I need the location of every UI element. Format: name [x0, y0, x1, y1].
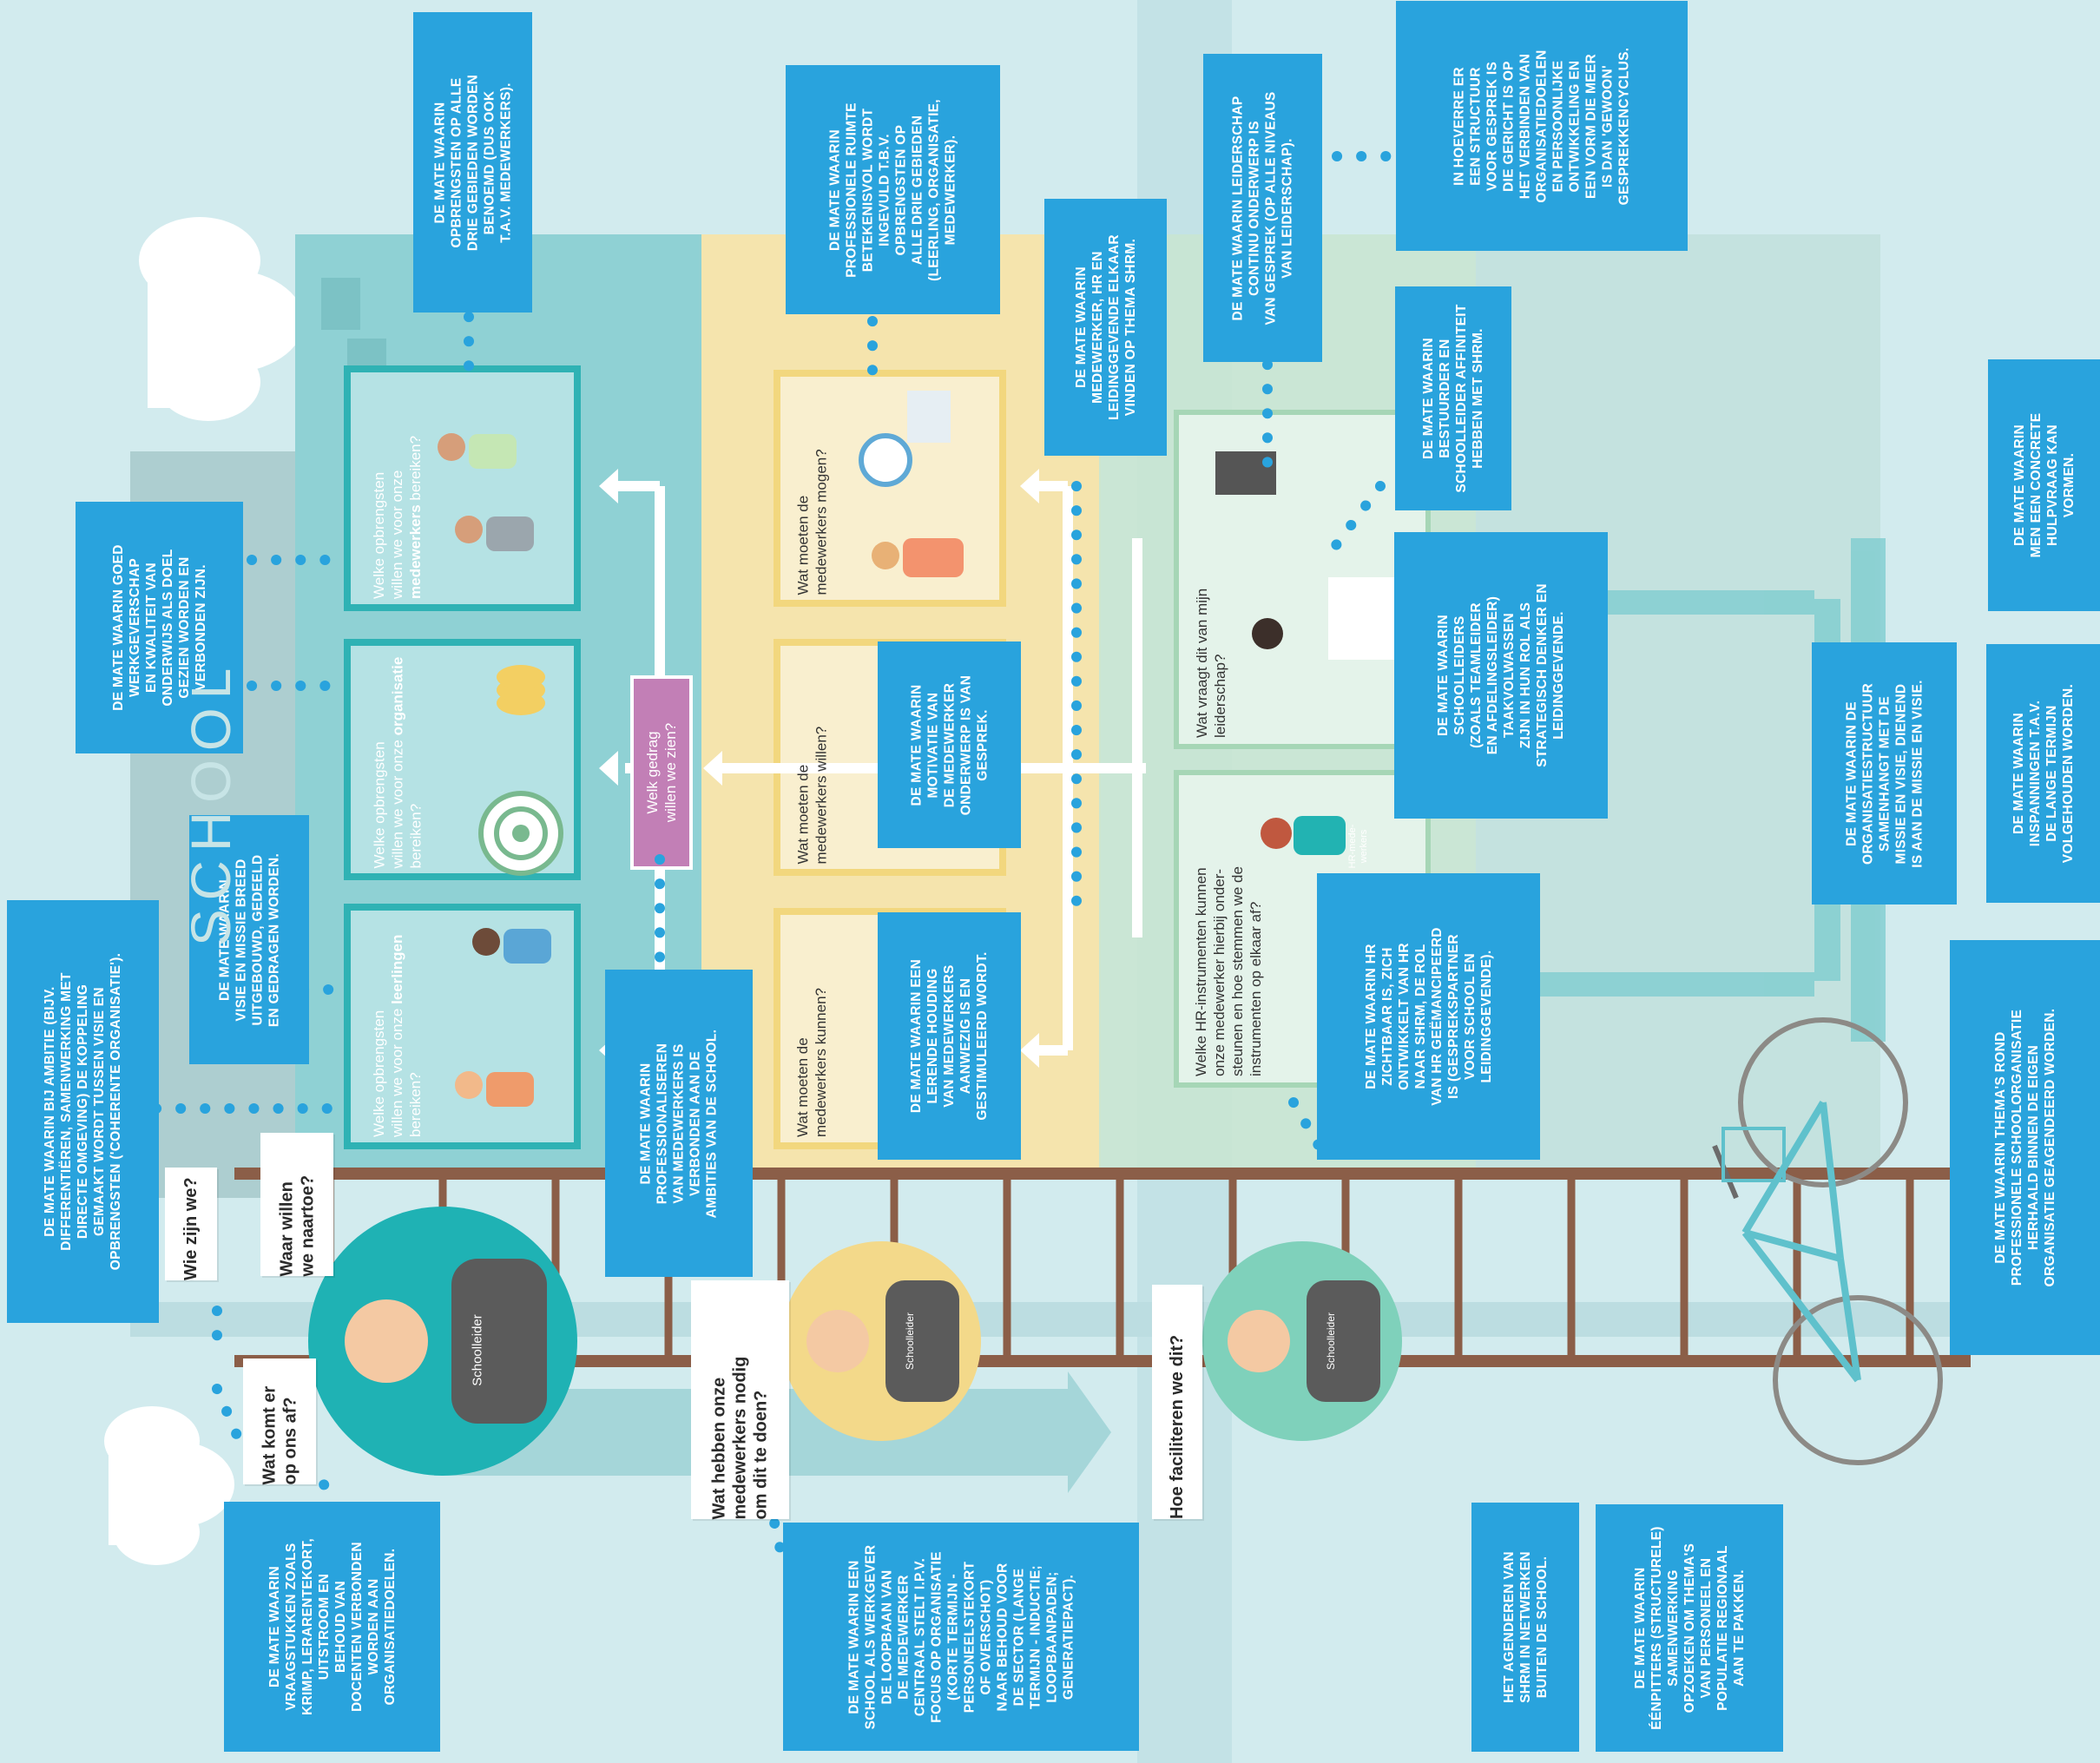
- info-box-text: DE MATE WAARIN MOTIVATIE VAN DE MEDEWERK…: [909, 674, 990, 815]
- info-box-inspanningen-lange-termijn: DE MATE WAARIN INSPANNINGEN T.A.V. DE LA…: [1986, 644, 2100, 903]
- info-box-loopbaan-medewerker: DE MATE WAARIN EEN SCHOOL ALS WERKGEVER …: [783, 1523, 1139, 1751]
- info-box-motivatie: DE MATE WAARIN MOTIVATIE VAN DE MEDEWERK…: [878, 641, 1021, 848]
- info-box-professionaliseren: DE MATE WAARIN PROFESSIONALISEREN VAN ME…: [605, 970, 753, 1277]
- info-box-lerende-houding: DE MATE WAARIN EEN LERENDE HOUDING VAN M…: [878, 912, 1021, 1160]
- behavior-label: Welk gedrag willen we zien?: [644, 722, 679, 823]
- info-box-goed-werkgeverschap: DE MATE WAARIN GOED WERKGEVERSCHAP EN KW…: [76, 502, 243, 753]
- info-box-text: DE MATE WAARIN MEN EEN CONCRETE HULPVRAA…: [2011, 412, 2077, 558]
- bubble-waar-willen-we: Waar willen we naartoe?: [260, 1133, 333, 1276]
- info-box-text: DE MATE WAARIN PROFESSIONELE RUIMTE BETE…: [827, 98, 958, 281]
- panel-question-mogen: Wat moeten de medewerkers mogen?: [786, 382, 838, 595]
- panel-question-organisatie: Welke opbrengsten willen we voor onze or…: [356, 651, 438, 868]
- info-box-text: HET AGENDEREN VAN SHRM IN NETWERKEN BUIT…: [1501, 1551, 1550, 1703]
- schoolleider-label: Schoolleider: [470, 1313, 485, 1386]
- person-icon: [438, 433, 1346, 1107]
- bubble-wat-hebben-nodig: Wat hebben onze medewerkers nodig om dit…: [691, 1280, 789, 1519]
- info-box-schoolleiders-taakvolwassen: DE MATE WAARIN SCHOOLLEIDERS (ZOALS TEAM…: [1394, 532, 1608, 819]
- bubble-wat-komt-er: Wat komt er op ons af?: [243, 1358, 316, 1484]
- info-box-missie-breed: DE MATE WAARIN VISIE EN MISSIE BREED UIT…: [189, 815, 309, 1064]
- panel-question-medewerkers: Welke opbrengsten willen we voor onze me…: [356, 378, 438, 599]
- info-box-text: DE MATE WAARIN DE ORGANISATIESTRUCTUUR S…: [1844, 679, 1925, 868]
- schoolleider-body: [345, 1259, 1380, 1424]
- info-box-professionele-ruimte: DE MATE WAARIN PROFESSIONELE RUIMTE BETE…: [786, 65, 1000, 314]
- cloud-icon: [139, 217, 304, 421]
- info-box-text: DE MATE WAARIN OPBRENGSTEN OP ALLE DRIE …: [432, 74, 513, 251]
- coins-icon: [497, 665, 545, 715]
- info-box-vraagstukken-krimp: DE MATE WAARIN VRAAGSTUKKEN ZOALS KRIMP,…: [224, 1502, 440, 1752]
- info-box-structuur-gesprek: IN HOEVERRE ER EEN STRUCTUUR VOOR GESPRE…: [1396, 1, 1688, 251]
- panel-question-leerlingen: Welke opbrengsten willen we voor onze le…: [356, 916, 438, 1137]
- panel-question-willen: Wat moeten de medewerkers willen?: [786, 651, 838, 864]
- bicycle-icon: [1712, 1017, 1943, 1465]
- cloud-icon: [104, 1406, 234, 1565]
- info-box-text: DE MATE WAARIN VRAAGSTUKKEN ZOALS KRIMP,…: [267, 1537, 398, 1716]
- info-box-opbrengsten-drie-gebieden: DE MATE WAARIN OPBRENGSTEN OP ALLE DRIE …: [413, 12, 532, 312]
- panel-question-leiderschap: Wat vraagt dit van mijn leiderschap?: [1185, 503, 1237, 738]
- info-box-text: DE MATE WAARIN BIJ AMBITIE (BIJV. DIFFER…: [43, 952, 123, 1271]
- info-box-concrete-hulpvraag: DE MATE WAARIN MEN EEN CONCRETE HULPVRAA…: [1988, 359, 2100, 611]
- info-box-eenpitters: DE MATE WAARIN ÉÉNPITTERS (STRUCTURELE) …: [1596, 1504, 1783, 1752]
- info-box-ambitie-koppeling: DE MATE WAARIN BIJ AMBITIE (BIJV. DIFFER…: [7, 900, 159, 1323]
- panel-question-hr-instrumenten: Welke HR-instrumenten kunnen onze medewe…: [1185, 781, 1272, 1076]
- info-box-leiderschap-continu: DE MATE WAARIN LEIDERSCHAP CONTINU ONDER…: [1203, 54, 1322, 362]
- info-box-text: DE MATE WAARIN LEIDERSCHAP CONTINU ONDER…: [1230, 90, 1295, 326]
- panel-question-text: Welke opbrengsten willen we voor onze le…: [371, 934, 424, 1137]
- info-box-text: DE MATE WAARIN BESTUURDER EN SCHOOLLEIDE…: [1421, 304, 1485, 493]
- panel-question-text: Wat moeten de medewerkers kunnen?: [794, 988, 829, 1137]
- chart-icon: [859, 391, 951, 487]
- bubble-wie-zijn-we: Wie zijn we?: [165, 1168, 217, 1280]
- behavior-box: [630, 675, 693, 870]
- hr-badge: HR-mede- werkers: [1347, 824, 1369, 869]
- info-box-text: DE MATE WAARIN PROFESSIONALISEREN VAN ME…: [638, 1029, 720, 1218]
- info-box-hr-zichtbaar: DE MATE WAARIN HR ZICHTBAAR IS, ZICH ONT…: [1317, 873, 1540, 1160]
- bubble-hoe-faciliteren: Hoe faciliteren we dit?: [1152, 1285, 1202, 1519]
- target-icon: [478, 791, 563, 876]
- panel-question-text: Welke opbrengsten willen we voor onze me…: [371, 435, 424, 599]
- info-box-netwerken: HET AGENDEREN VAN SHRM IN NETWERKEN BUIT…: [1471, 1503, 1579, 1752]
- info-box-text: DE MATE WAARIN INSPANNINGEN T.A.V. DE LA…: [2011, 683, 2076, 864]
- info-box-text: DE MATE WAARIN EEN SCHOOL ALS WERKGEVER …: [846, 1544, 1076, 1729]
- info-box-text: DE MATE WAARIN THEMA'S ROND PROFESSIONEL…: [1992, 1008, 2057, 1287]
- info-box-medewerker-hr-leiding: DE MATE WAARIN MEDEWERKER, HR EN LEIDING…: [1044, 199, 1167, 456]
- info-box-themas-herhaald: DE MATE WAARIN THEMA'S ROND PROFESSIONEL…: [1950, 940, 2100, 1355]
- info-box-text: DE MATE WAARIN ÉÉNPITTERS (STRUCTURELE) …: [1632, 1526, 1747, 1730]
- info-box-text: IN HOEVERRE ER EEN STRUCTUUR VOOR GESPRE…: [1452, 47, 1632, 205]
- panel-question-text: Welke opbrengsten willen we voor onze or…: [371, 656, 424, 868]
- info-box-text: DE MATE WAARIN HR ZICHTBAAR IS, ZICH ONT…: [1363, 927, 1494, 1106]
- schoolleider-label: Schoolleider: [1325, 1312, 1337, 1371]
- info-box-text: DE MATE WAARIN MEDEWERKER, HR EN LEIDING…: [1073, 234, 1138, 420]
- info-box-text: DE MATE WAARIN EEN LERENDE HOUDING VAN M…: [909, 951, 990, 1121]
- panel-question-text: Wat vraagt dit van mijn leiderschap?: [1194, 588, 1228, 738]
- panel-question-text: Wat moeten de medewerkers mogen?: [794, 448, 829, 595]
- info-box-bestuurder-affiniteit: DE MATE WAARIN BESTUURDER EN SCHOOLLEIDE…: [1395, 286, 1511, 510]
- panel-question-text: Welke HR-instrumenten kunnen onze medewe…: [1193, 866, 1264, 1076]
- panel-question-kunnen: Wat moeten de medewerkers kunnen?: [786, 920, 838, 1137]
- school-sign: SCHOOL: [180, 659, 242, 946]
- info-box-organisatiestructuur: DE MATE WAARIN DE ORGANISATIESTRUCTUUR S…: [1812, 642, 1957, 905]
- panel-question-text: Wat moeten de medewerkers willen?: [794, 726, 829, 864]
- info-box-text: DE MATE WAARIN SCHOOLLEIDERS (ZOALS TEAM…: [1436, 583, 1566, 767]
- schoolleider-label: Schoolleider: [904, 1312, 916, 1371]
